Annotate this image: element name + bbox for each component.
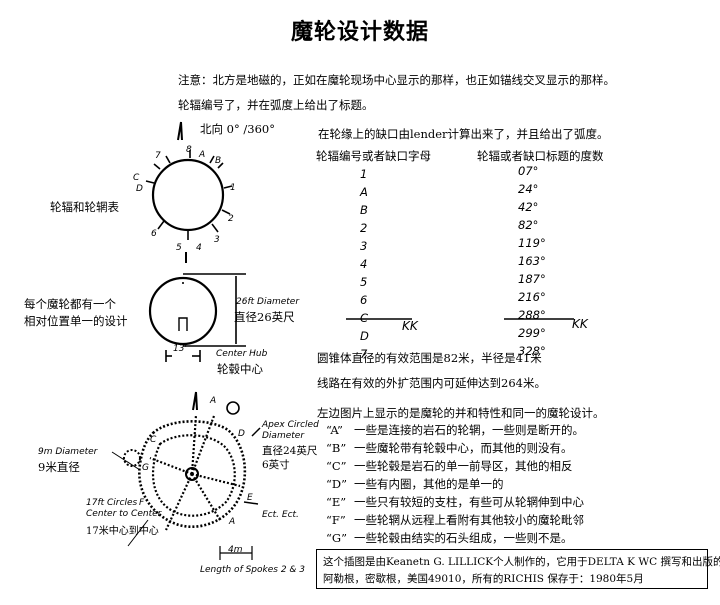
diameter-label: 直径26英尺 [234,310,295,324]
note-line-2: 轮辐编号了，并在弧度上给出了标题。 [178,98,374,112]
spoke-label-c: C [133,173,140,183]
degree-column: 07° 24° 42° 82° 119° 163° 187° 216° 288°… [518,164,568,362]
spoke-label-8: 8 [186,145,192,155]
wheel-letter-f: F [139,498,145,508]
line-extent-text: 线路在有效的外扩范围内可延伸达到264米。 [317,376,546,390]
table-row-degree: 288° [518,308,546,322]
center-hub-handwritten: Center Hub [216,349,268,359]
ect-handwritten: Ect. Ect. [262,510,299,520]
credits-box: 这个插图是由Keanetn G. LILLICK个人制作的，它用于DELTA K… [316,549,720,589]
spoke-wheel-diagram [145,121,233,263]
col-header-id: 轮辐编号或者缺口字母 [316,149,431,163]
table-row-degree: 119° [518,236,546,250]
table-row-degree: 187° [518,272,546,286]
initials-mark-2: KK [572,317,588,331]
circles-handwritten-2: Center to Center [86,509,162,519]
list-item: “G”一些轮毂由结实的石头组成，一些则不是。 [326,531,573,545]
list-item: “A”一些是连接的岩石的轮辋，一些则是断开的。 [326,423,584,437]
table-row-id: C [360,311,369,325]
spoke-label-6: 6 [151,229,157,239]
table-row-id: 5 [360,275,368,289]
length-mark: 4m [228,545,243,555]
wheel-letter-e: E [247,493,253,503]
center-hub-label: 轮毂中心 [217,362,263,376]
apex-label-1: 直径24英尺 [262,445,318,457]
list-item: “F”一些轮辋从远程上看附有其他较小的魔轮毗邻 [326,513,584,527]
hub-size-mark: 13' [173,344,187,354]
list-item: “E”一些只有较短的支柱，有些可从轮辋伸到中心 [326,495,584,509]
table-row-id: 7 [360,347,368,361]
nine-m-handwritten: 9m Diameter [38,447,98,457]
page-title: 魔轮设计数据 [290,20,429,45]
apex-handwritten-2: Diameter [262,431,305,441]
wheel-letter-a: A [209,396,216,406]
id-column: 1 A B 2 3 4 5 6 C D 7 [360,167,390,365]
table-row-degree: 42° [518,200,539,214]
apex-handwritten-1: Apex Circled [262,420,319,430]
table-row-id: 2 [360,221,368,235]
wheel-letter-a2: A [228,517,235,527]
table-row-degree: 07° [518,164,539,178]
spoke-label-b: B [215,156,221,166]
apex-label-2: 6英寸 [262,459,290,471]
hub-wheel-diagram [148,273,246,362]
spoke-label-7: 7 [155,151,161,161]
wheel-letter-g: G [142,463,149,473]
complex-wheel-letters: C A D E F G A [139,396,253,527]
spoke-number-labels: 7 8 A B 1 2 3 4 5 6 C D [133,145,236,253]
spoke-length-handwritten: Length of Spokes 2 & 3 [200,565,306,575]
table-row-degree: 216° [518,290,546,304]
table-row-id: A [360,185,368,199]
wheel-letter-c: C [150,435,157,445]
list-item: “D”一些有内圈，其他的是单一的 [326,477,504,491]
table-row-id: 1 [360,167,368,181]
credits-line-2: 阿勒根，密歇根，美国49010，所有的RICHIS 保存于：1980年5月 [323,573,644,585]
list-item: “C”一些轮毂是岩石的单一前导区，其他的相反 [326,459,573,473]
table-row-degree: 24° [518,182,539,196]
circles-handwritten-1: 17ft Circles [86,498,138,508]
north-label: 北向 0° /360° [200,122,275,136]
spoke-label-4: 4 [196,243,202,253]
unique-design-caption-2: 相对位置单一的设计 [24,314,128,328]
spoke-label-d: D [136,184,143,194]
spoke-label-2: 2 [228,214,234,224]
list-item: “B”一些魔轮带有轮毂中心，而其他的则没有。 [326,441,573,455]
wheel-letter-d: D [238,429,245,439]
cone-diameter-text: 圆锥体直径的有效范围是82米，半径是41米 [317,351,542,365]
gap-intro: 在轮缘上的缺口由lender计算出来了，并且给出了弧度。 [318,127,609,141]
initials-mark-1: KK [402,319,418,333]
col-header-degree: 轮辐或者缺口标题的度数 [477,149,604,163]
table-row-id: B [360,203,368,217]
spoke-label-3: 3 [214,235,220,245]
table-row-degree: 163° [518,254,546,268]
spoke-label-a: A [198,150,205,160]
table-row-id: D [360,329,369,343]
table-row-degree: 328° [518,344,546,358]
table-row-id: 4 [360,257,368,271]
spoke-label-1: 1 [230,183,236,193]
note-line-1: 注意：北方是地磁的，正如在魔轮现场中心显示的那样，也正如锚线交叉显示的那样。 [178,73,615,87]
circles-label: 17米中心到中心 [86,526,159,537]
spoke-table-caption: 轮辐和轮辋表 [50,200,119,214]
table-row-id: 6 [360,293,368,307]
table-row-degree: 299° [518,326,546,340]
table-row-id: 3 [360,239,368,253]
nine-m-label: 9米直径 [38,460,80,474]
table-row-degree: 82° [518,218,539,232]
unique-design-caption-1: 每个魔轮都有一个 [24,297,116,311]
complex-wheel-diagram [111,391,261,560]
features-intro: 左边图片上显示的是魔轮的并和特性和同一的魔轮设计。 [317,406,605,420]
credits-line-1: 这个插图是由Keanetn G. LILLICK个人制作的，它用于DELTA K… [323,556,720,568]
features-list: “A”一些是连接的岩石的轮辋，一些则是断开的。 “B”一些魔轮带有轮毂中心，而其… [326,422,584,548]
spoke-label-5: 5 [176,243,182,253]
diameter-handwritten: 26ft Diameter [236,297,300,307]
